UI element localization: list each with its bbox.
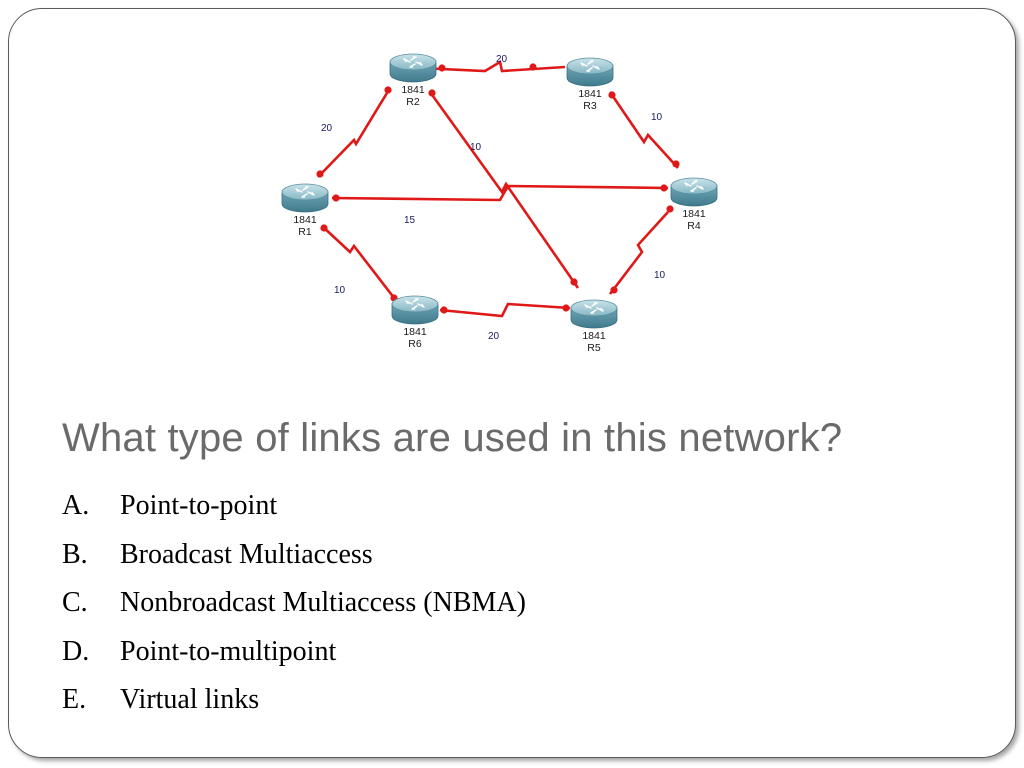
router-model: 1841	[578, 88, 602, 100]
router-name: R2	[406, 96, 420, 108]
router-r5[interactable]: 1841 R5	[570, 299, 618, 354]
answer-letter: E.	[62, 684, 87, 715]
cost-label-r4-r5: 10	[654, 270, 666, 281]
network-diagram-svg: 20 20 10 10 15 10 10 20 1841 R2 1841 R3 …	[281, 53, 718, 354]
answer-letter: A.	[62, 490, 90, 521]
cost-label-r2-r5: 10	[470, 142, 482, 153]
router-model: 1841	[582, 330, 606, 342]
question-title: What type of links are used in this netw…	[62, 416, 843, 460]
answer-option-a[interactable]: A. Point-to-point	[62, 490, 526, 539]
router-r6[interactable]: 1841 R6	[391, 295, 439, 350]
link-endpoints	[316, 63, 680, 314]
cost-label-r6-r5: 20	[488, 331, 500, 342]
router-model: 1841	[293, 214, 317, 226]
answer-option-b[interactable]: B. Broadcast Multiaccess	[62, 539, 526, 588]
answer-option-e[interactable]: E. Virtual links	[62, 684, 526, 733]
router-model: 1841	[403, 326, 427, 338]
router-name: R1	[298, 226, 312, 238]
cost-label-r2-r3: 20	[496, 54, 508, 65]
link-r2-r3	[419, 59, 566, 73]
links	[317, 59, 679, 318]
router-name: R6	[408, 338, 422, 350]
router-name: R5	[587, 342, 601, 354]
router-name: R4	[687, 220, 701, 232]
link-costs: 20 20 10 10 15 10 10 20	[321, 54, 666, 342]
answer-letter: B.	[62, 538, 88, 570]
answer-text: Virtual links	[120, 684, 260, 715]
link-r4-r5	[608, 211, 669, 295]
network-diagram: 20 20 10 10 15 10 10 20 1841 R2 1841 R3 …	[270, 40, 740, 370]
link-r1-r2	[317, 87, 392, 178]
answer-text: Point-to-multipoint	[120, 635, 337, 667]
answer-list: A. Point-to-point B. Broadcast Multiacce…	[62, 490, 526, 733]
router-name: R3	[583, 100, 597, 112]
router-r4[interactable]: 1841 R4	[670, 177, 718, 232]
answer-option-c[interactable]: C. Nonbroadcast Multiaccess (NBMA)	[62, 587, 526, 636]
link-r6-r5	[439, 302, 571, 318]
router-r1[interactable]: 1841 R1	[281, 183, 329, 238]
answer-text: Point-to-point	[120, 490, 278, 521]
link-r1-r6	[321, 225, 400, 304]
slide-frame	[8, 8, 1016, 758]
cost-label-r1-r6: 10	[334, 285, 346, 296]
answer-letter: D.	[62, 635, 90, 667]
answer-text: Broadcast Multiaccess	[120, 538, 373, 570]
cost-label-r1-r4: 15	[404, 215, 416, 226]
answer-text: Nonbroadcast Multiaccess (NBMA)	[120, 587, 526, 618]
link-r3-r4	[608, 91, 679, 169]
cost-label-r3-r4: 10	[651, 112, 663, 123]
answer-option-d[interactable]: D. Point-to-multipoint	[62, 636, 526, 685]
link-r1-r4	[331, 184, 669, 202]
router-model: 1841	[401, 84, 425, 96]
router-r2[interactable]: 1841 R2	[389, 53, 437, 108]
cost-label-r1-r2: 20	[321, 123, 333, 134]
router-model: 1841	[682, 208, 706, 220]
router-r3[interactable]: 1841 R3	[566, 57, 614, 112]
answer-letter: C.	[62, 587, 88, 618]
link-r2-r5	[428, 91, 580, 289]
